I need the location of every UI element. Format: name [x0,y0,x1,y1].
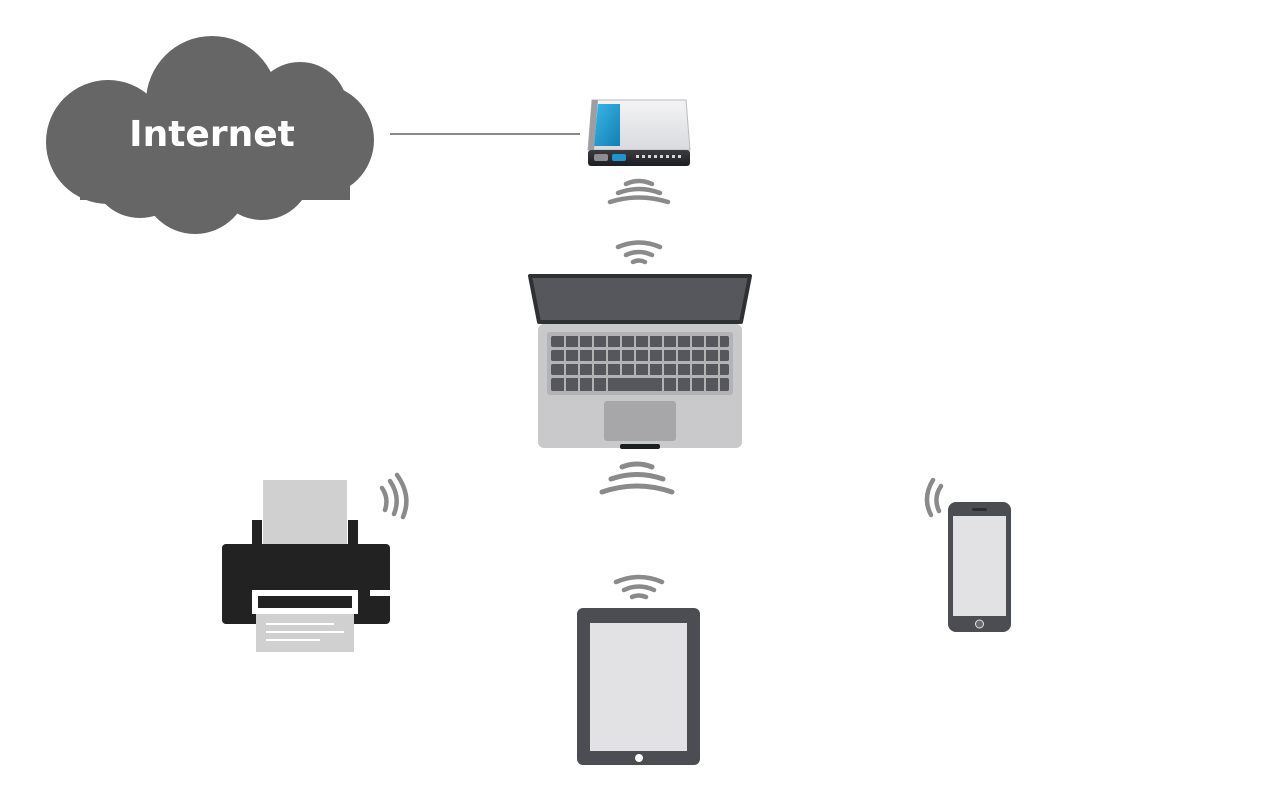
router-wifi-signal-icon [607,178,671,205]
cloud-shape-icon [46,36,374,234]
smartphone-icon [948,502,1011,632]
tablet-icon [577,608,700,765]
laptop-wifi-signal-icon [615,240,663,265]
laptop-icon [528,274,752,449]
smartphone-wifi-signal-icon [924,477,944,518]
cloud-label: Internet [129,114,295,155]
printer-wifi-signal-icon [379,472,409,520]
laptop-bottom-wifi-signal-icon [599,461,675,495]
internet-cloud: Internet [46,36,374,234]
printer-icon [222,480,390,652]
tablet-wifi-signal-icon [613,574,665,600]
wireless-router-icon [587,99,691,166]
